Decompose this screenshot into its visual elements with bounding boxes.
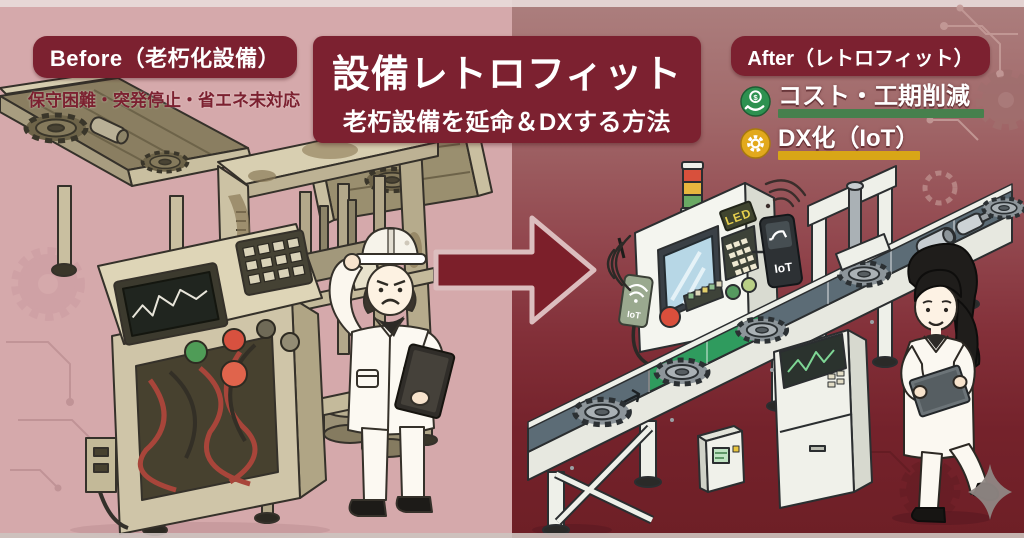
hard-hat: [353, 227, 427, 265]
before-caption: 保守困難・突発停止・省エネ未対応: [28, 91, 300, 110]
floor-control-box: [697, 425, 745, 493]
smart-conveyor: [527, 183, 1024, 536]
benefit-underline-green: [778, 109, 984, 119]
iot-tag-label: IoT: [773, 260, 793, 276]
worried-face: [376, 279, 406, 305]
panel-keypad: [721, 225, 759, 281]
before-illustration: [0, 69, 493, 538]
sparkle: [968, 464, 1012, 520]
iot-tag: IoT: [752, 179, 807, 289]
svg-text:$: $: [753, 93, 758, 102]
benefit-cost-reduction: $ コスト・工期削減: [740, 83, 984, 119]
worker-after: [900, 242, 1012, 523]
crt-screen: [113, 262, 229, 346]
benefit-underline-gold: [778, 151, 920, 161]
top-edge-strip: [0, 0, 1024, 7]
benefit-label-cost: コスト・工期削減: [778, 83, 970, 110]
old-conveyor: [0, 69, 253, 277]
after-badge: After（レトロフィット）: [731, 36, 990, 76]
before-badge-label: Before（老朽化設備）: [49, 46, 281, 71]
after-illustration: LED: [527, 161, 1024, 536]
title-box: 設備レトロフィット 老朽設備を延命＆DXする方法: [313, 36, 701, 143]
wifi-waves-tag: [764, 179, 807, 209]
iot-module: IoT: [606, 234, 666, 393]
page-subtitle: 老朽設備を延命＆DXする方法: [342, 109, 672, 136]
page-title: 設備レトロフィット: [331, 54, 683, 96]
monitor-cabinet: [773, 329, 873, 509]
bottom-edge-strip: [0, 533, 1024, 538]
gear-icon: [740, 128, 771, 159]
transition-arrow: [433, 215, 597, 325]
cost-saving-icon: $: [740, 86, 771, 117]
before-badge: Before（老朽化設備）: [33, 36, 297, 78]
benefit-dx-iot: DX化（IoT）: [740, 125, 920, 161]
led-display: LED: [719, 200, 757, 232]
press-plate: [835, 233, 891, 271]
wifi-waves-left: [606, 234, 632, 292]
console-buttons: [184, 319, 300, 388]
worker-before: [328, 227, 456, 517]
green-button: [725, 284, 741, 300]
old-console: [85, 223, 327, 536]
smiling-face: [922, 300, 952, 327]
yellow-button: [741, 277, 757, 293]
old-keypad: [235, 229, 313, 296]
gear-watermark-left: [11, 247, 85, 321]
circuit-pattern-top-right: [926, 4, 1018, 141]
after-badge-label: After（レトロフィット）: [747, 47, 974, 70]
indicator-strip: [683, 280, 724, 312]
metal-part: [89, 116, 129, 145]
iot-module-label: IoT: [627, 309, 642, 321]
emergency-button: [659, 306, 681, 328]
gear-watermark-top-right: [922, 69, 1024, 206]
benefit-label-dx: DX化（IoT）: [778, 125, 920, 152]
smart-panel: LED: [606, 161, 779, 393]
